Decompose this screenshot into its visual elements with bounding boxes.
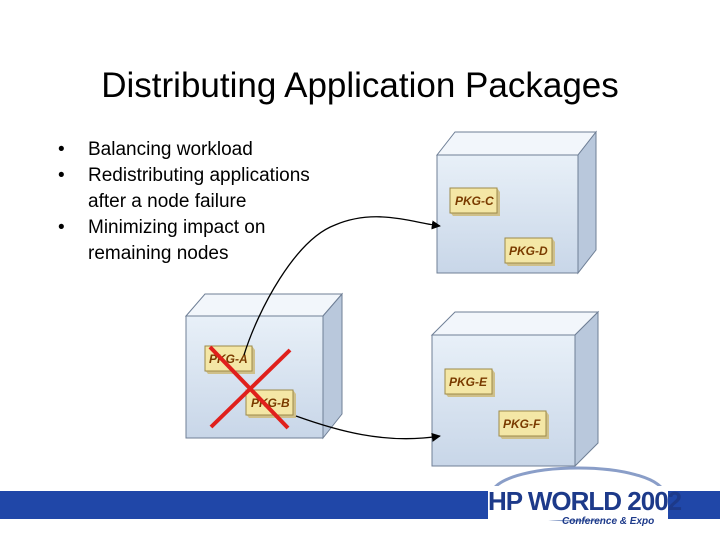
package-label: PKG-F [503, 417, 541, 431]
slide-title: Distributing Application Packages [101, 66, 619, 105]
bullet-item: Redistributing applications after a node… [58, 163, 310, 215]
package-box-d: PKG-D [504, 237, 555, 266]
package-label: PKG-C [455, 194, 494, 208]
bullet-item: Balancing workload [58, 137, 310, 163]
package-label: PKG-E [449, 375, 488, 389]
logo-sub-text: Conference & Expo [562, 516, 655, 527]
package-box-f: PKG-F [498, 410, 549, 439]
bullet-list: Balancing workload Redistributing applic… [58, 137, 310, 267]
bullet-item: Minimizing impact on remaining nodes [58, 215, 310, 267]
bullet-line: remaining nodes [88, 243, 229, 264]
bullet-line: after a node failure [88, 191, 247, 212]
logo-main-text: HP WORLD 2002 [488, 486, 682, 516]
package-label: PKG-D [509, 244, 548, 258]
logo-swoosh [488, 466, 668, 522]
bullet-line: Balancing workload [88, 139, 253, 160]
node-bottom-right [430, 310, 600, 468]
failover-arrow [243, 216, 441, 356]
hp-world-logo: HP WORLD 2002 Conference & Expo [488, 462, 682, 532]
failover-arrow [295, 415, 441, 442]
package-box-e: PKG-E [444, 368, 495, 397]
package-box-c: PKG-C [449, 187, 500, 216]
failure-x-mark [208, 345, 292, 430]
bullet-line: Redistributing applications [88, 165, 310, 186]
bullet-line: Minimizing impact on [88, 217, 266, 238]
